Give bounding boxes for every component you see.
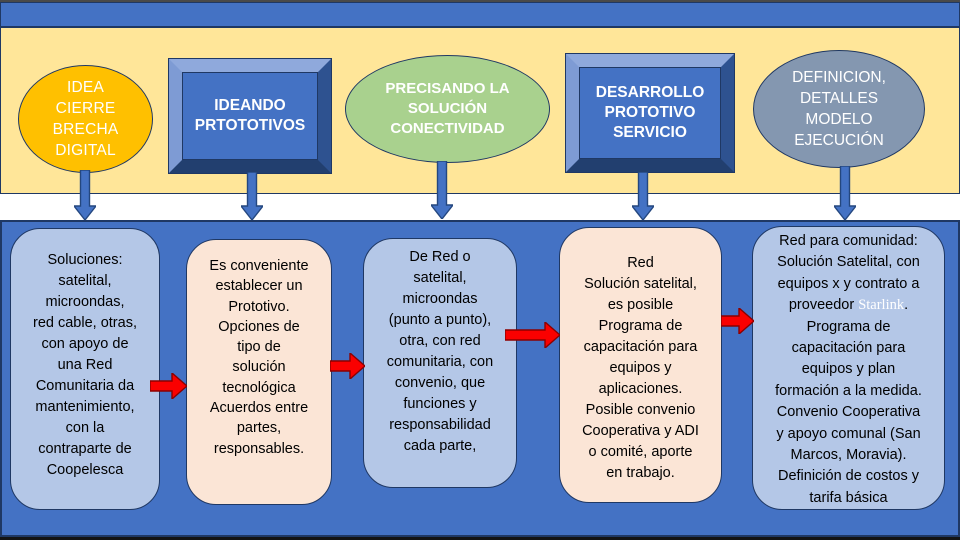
right-arrow-icon [505,322,560,348]
slide-bottom-edge [0,537,960,540]
stage-shape-definicion: DEFINICION, DETALLES MODELO EJECUCIÓN [753,50,925,168]
bevel-face: DESARROLLO PROTOTIVO SERVICIO [579,67,721,159]
slide-top-edge [0,0,960,2]
detail-box-3: De Red o satelital, microondas (punto a … [363,238,517,488]
detail-box-4: Red Solución satelital, es posible Progr… [559,227,722,503]
stage-shape-precisando: PRECISANDO LA SOLUCIÓN CONECTIVIDAD [345,55,550,163]
down-arrow-icon [431,161,453,219]
right-arrow-icon [150,373,187,399]
down-arrow-icon [834,166,856,220]
down-arrow-icon [74,170,96,220]
right-arrow-icon [721,308,754,334]
header-band [0,2,960,27]
down-arrow-icon [241,172,263,220]
down-arrow-icon [632,172,654,220]
stage-label-precisando: PRECISANDO LA SOLUCIÓN CONECTIVIDAD [385,80,510,137]
stage-label-ideando: IDEANDO PRTOTOTIVOS [194,97,306,134]
stage-label-idea: IDEA CIERRE BRECHA DIGITAL [52,79,119,159]
bevel-frame: IDEANDO PRTOTOTIVOS [169,59,331,173]
detail-box-5-text: . Programa de capacitación para equipos … [775,297,922,506]
right-arrow-icon [330,353,365,379]
stage-label-definicion: DEFINICION, DETALLES MODELO EJECUCIÓN [792,69,886,149]
detail-box-5: Red para comunidad: Solución Satelital, … [752,226,945,510]
bevel-face: IDEANDO PRTOTOTIVOS [182,72,318,160]
stage-shape-idea: IDEA CIERRE BRECHA DIGITAL [18,65,153,173]
stage-shape-ideando: IDEANDO PRTOTOTIVOS [168,58,332,174]
detail-box-2: Es conveniente establecer un Prototivo. … [186,239,332,505]
detail-box-1: Soluciones: satelital, microondas, red c… [10,228,160,510]
starlink-brand-text: Starlink [858,297,905,314]
detail-box-5-text: Red para comunidad: Solución Satelital, … [777,233,920,314]
stage-shape-desarrollo: DESARROLLO PROTOTIVO SERVICIO [565,53,735,173]
bevel-frame: DESARROLLO PROTOTIVO SERVICIO [566,54,734,172]
stage-label-desarrollo: DESARROLLO PROTOTIVO SERVICIO [595,84,705,141]
